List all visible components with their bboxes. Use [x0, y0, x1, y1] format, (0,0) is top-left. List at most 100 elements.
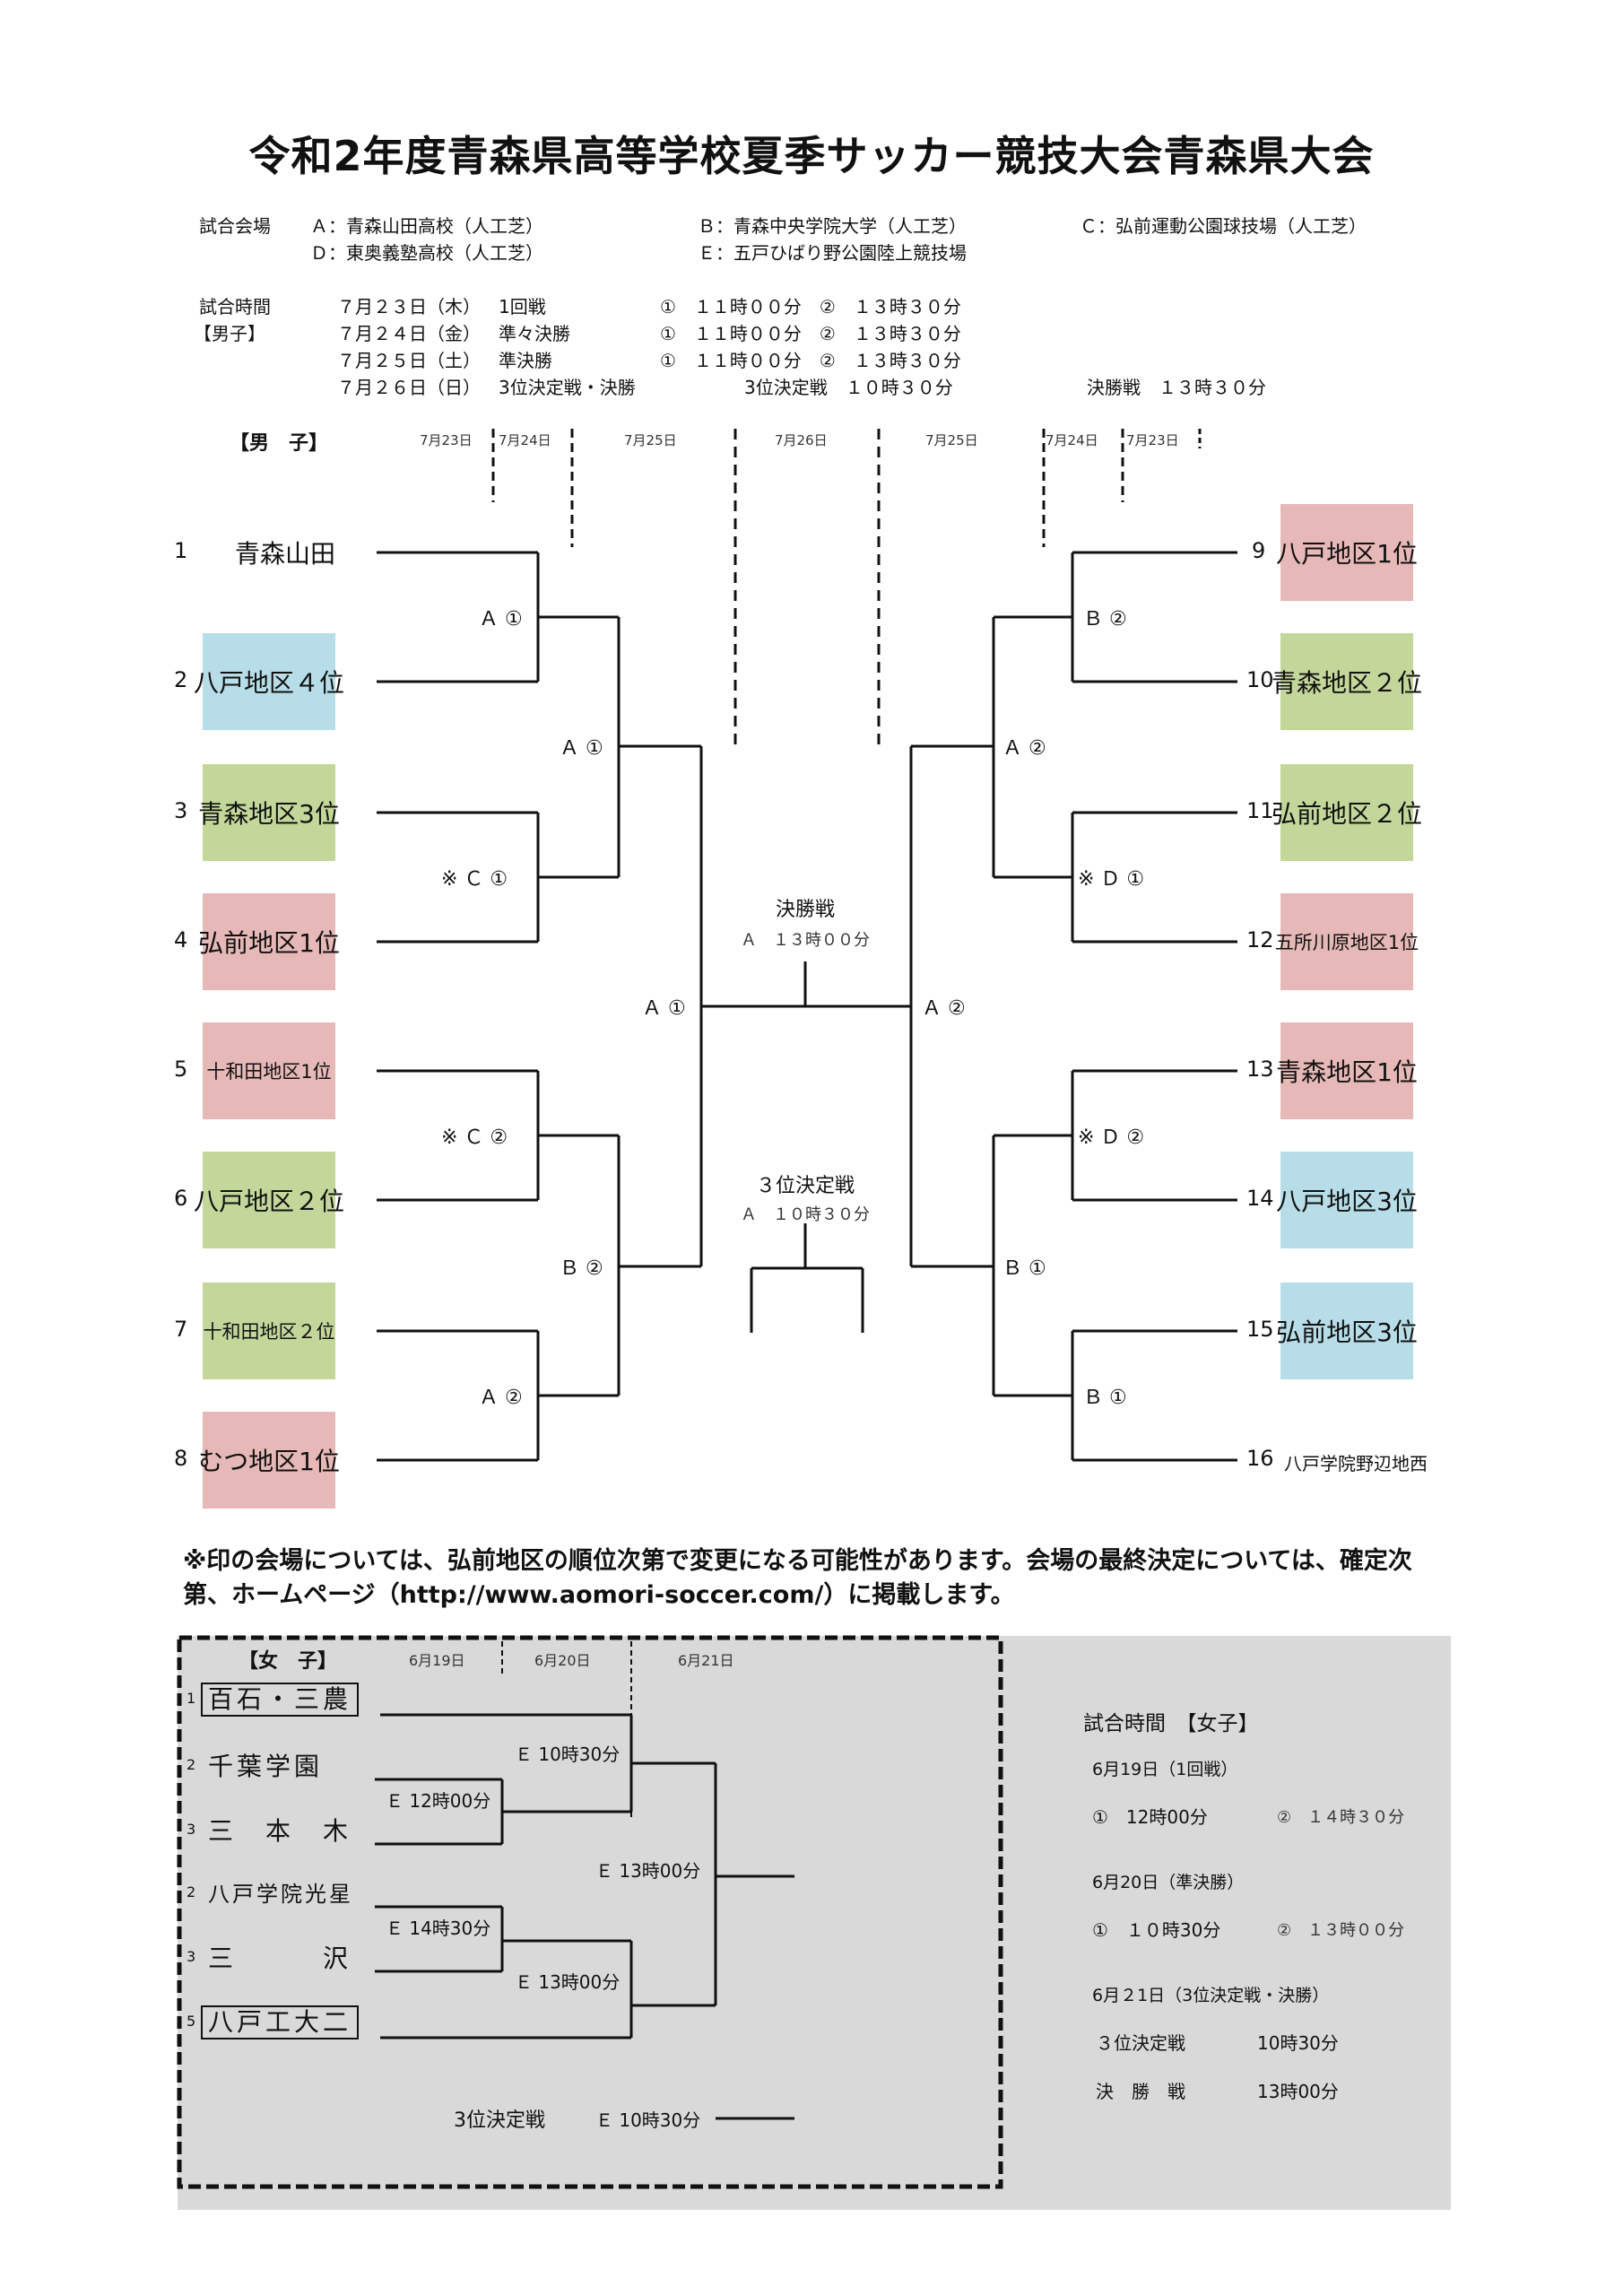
- women-schedule-label: ３位決定戦: [1096, 2032, 1185, 2054]
- match-label: ※ Ｄ ②: [1078, 1126, 1145, 1149]
- third-place-label: 3位決定戦: [454, 2109, 545, 2132]
- venue-b: Ｂ：青森中央学院大学（人工芝）: [698, 215, 967, 237]
- schedule-round: 1回戦: [499, 296, 546, 317]
- men-date: 7月25日: [925, 432, 978, 448]
- schedule-label: 試合時間: [199, 296, 271, 317]
- team-box: 十和田地区２位: [203, 1283, 335, 1379]
- team-name: 青森地区２位: [1271, 668, 1423, 698]
- match-label: Ｂ ①: [1083, 1387, 1127, 1409]
- team-box: 弘前地区２位: [1271, 764, 1422, 861]
- women-schedule-date: 6月２1日（3位決定戦・決勝）: [1092, 1986, 1330, 2005]
- team-box: 八戸地区４位: [194, 633, 344, 730]
- men-date: 7月24日: [499, 432, 551, 448]
- women-schedule-title: 試合時間 【女子】: [1083, 1712, 1259, 1735]
- venue-a: Ａ：青森山田高校（人工芝）: [310, 215, 543, 237]
- schedule-date: ７月２３日（木）: [337, 296, 481, 317]
- team-name: 百石・三農: [201, 1683, 360, 1717]
- women-header: 【女 子】: [239, 1650, 338, 1673]
- team-name: 八戸地区２位: [194, 1187, 345, 1216]
- team-name: 五所川原地区1位: [1274, 932, 1419, 953]
- third-place-label: ３位決定戦: [755, 1175, 855, 1197]
- team-box: 八戸地区２位: [194, 1152, 344, 1248]
- team-seed: 7: [174, 1317, 188, 1342]
- venue-label: 試合会場: [199, 215, 271, 237]
- team-box: 青森地区3位: [198, 764, 340, 861]
- women-schedule-time: ① 12時00分: [1092, 1806, 1208, 1828]
- schedule-final-time: 決勝戦 １３時３０分: [1087, 377, 1266, 398]
- match-label: Ａ ①: [479, 608, 523, 631]
- team-seed: 3: [187, 1821, 196, 1838]
- match-label: Ｂ ①: [1002, 1257, 1046, 1280]
- team-name: 青森地区1位: [1276, 1057, 1418, 1087]
- team-seed: 11: [1246, 798, 1274, 823]
- page-title: 令和2年度青森県高等学校夏季サッカー競技大会青森県大会: [248, 132, 1375, 180]
- match-label: ※ Ｃ ①: [441, 868, 508, 891]
- third-place-time: Ａ １０時３０分: [741, 1205, 870, 1224]
- team-seed: 3: [187, 1948, 196, 1965]
- match-label: Ｂ ②: [560, 1257, 603, 1280]
- third-place-time: Ｅ 10時30分: [595, 2109, 701, 2131]
- team-name: 八戸学院光星: [208, 1882, 353, 1907]
- schedule-date: ７月２６日（日）: [337, 377, 481, 398]
- team-seed: 6: [174, 1186, 188, 1211]
- team-name: 三 本 木: [208, 1816, 352, 1846]
- team-name: 八戸地区1位: [1276, 539, 1418, 569]
- final-label: 決勝戦: [775, 899, 835, 921]
- schedule-times: ① １１時００分 ② １３時３０分: [660, 296, 961, 317]
- final-time: Ａ １３時００分: [741, 931, 870, 950]
- match-label: Ｅ 14時30分: [386, 1918, 491, 1939]
- team-name: 青森山田: [235, 539, 336, 569]
- team-seed: 5: [187, 2013, 196, 2030]
- match-label: ※ Ｃ ②: [441, 1126, 508, 1149]
- men-date: 7月25日: [624, 432, 677, 448]
- women-schedule-time: ② １４時３０分: [1277, 1808, 1405, 1827]
- women-schedule-time: ① １０時30分: [1092, 1919, 1221, 1941]
- schedule-times: ① １１時００分 ② １３時３０分: [660, 323, 961, 344]
- schedule-times: ① １１時００分 ② １３時３０分: [660, 350, 961, 371]
- team-box: 弘前地区1位: [198, 893, 340, 990]
- team-box: 弘前地区3位: [1276, 1283, 1418, 1379]
- team-seed: 12: [1246, 927, 1274, 952]
- schedule-round: 3位決定戦・決勝: [499, 377, 636, 398]
- women-schedule-time: ② １３時００分: [1277, 1921, 1405, 1940]
- women-schedule-date: 6月19日（1回戦）: [1092, 1760, 1238, 1779]
- team-name: 三 沢: [208, 1944, 352, 1973]
- team-name: 十和田地区２位: [203, 1321, 335, 1343]
- team-seed: 5: [174, 1057, 188, 1082]
- team-seed: 2: [187, 1883, 196, 1900]
- team-seed: 15: [1246, 1317, 1274, 1342]
- women-date: 6月19日: [409, 1652, 465, 1669]
- team-seed: 1: [187, 1690, 196, 1707]
- team-name: 青森地区3位: [198, 799, 340, 829]
- schedule-date: ７月２４日（金）: [337, 323, 481, 344]
- team-name: 千葉学園: [208, 1752, 324, 1781]
- team-name: むつ地区1位: [198, 1447, 340, 1476]
- team-seed: 9: [1252, 538, 1266, 563]
- men-date: 7月23日: [1126, 432, 1179, 448]
- team-box: 青森地区２位: [1271, 633, 1422, 730]
- team-box: むつ地区1位: [198, 1412, 340, 1509]
- match-label: Ａ ②: [479, 1387, 523, 1409]
- team-name: 十和田地区1位: [206, 1061, 332, 1083]
- team-box: 青森地区1位: [1276, 1022, 1418, 1119]
- team-box: 十和田地区1位: [203, 1022, 335, 1119]
- team-seed: 14: [1246, 1186, 1274, 1211]
- team-name: 弘前地区２位: [1271, 799, 1423, 829]
- match-label: Ｅ 12時00分: [386, 1790, 491, 1812]
- venue-d: Ｄ：東奥義塾高校（人工芝）: [310, 242, 543, 264]
- team-seed: 10: [1246, 667, 1274, 692]
- team-name: 八戸学院野辺地西: [1284, 1453, 1428, 1474]
- venue-note: ※印の会場については、弘前地区の順位次第で変更になる可能性があります。会場の最終…: [183, 1547, 1412, 1609]
- women-schedule-time: 13時00分: [1257, 2081, 1339, 2102]
- team-seed: 1: [174, 538, 188, 563]
- women-schedule-time: 10時30分: [1257, 2032, 1339, 2054]
- team-name: 八戸地区3位: [1276, 1187, 1418, 1216]
- team-box: 五所川原地区1位: [1275, 893, 1419, 990]
- team-name: 八戸工大二: [201, 2005, 360, 2039]
- venue-c: Ｃ：弘前運動公園球技場（人工芝）: [1080, 215, 1367, 237]
- team-seed: 8: [174, 1446, 188, 1471]
- venue-e: Ｅ：五戸ひばり野公園陸上競技場: [698, 242, 967, 264]
- women-panel: [178, 1636, 1451, 2210]
